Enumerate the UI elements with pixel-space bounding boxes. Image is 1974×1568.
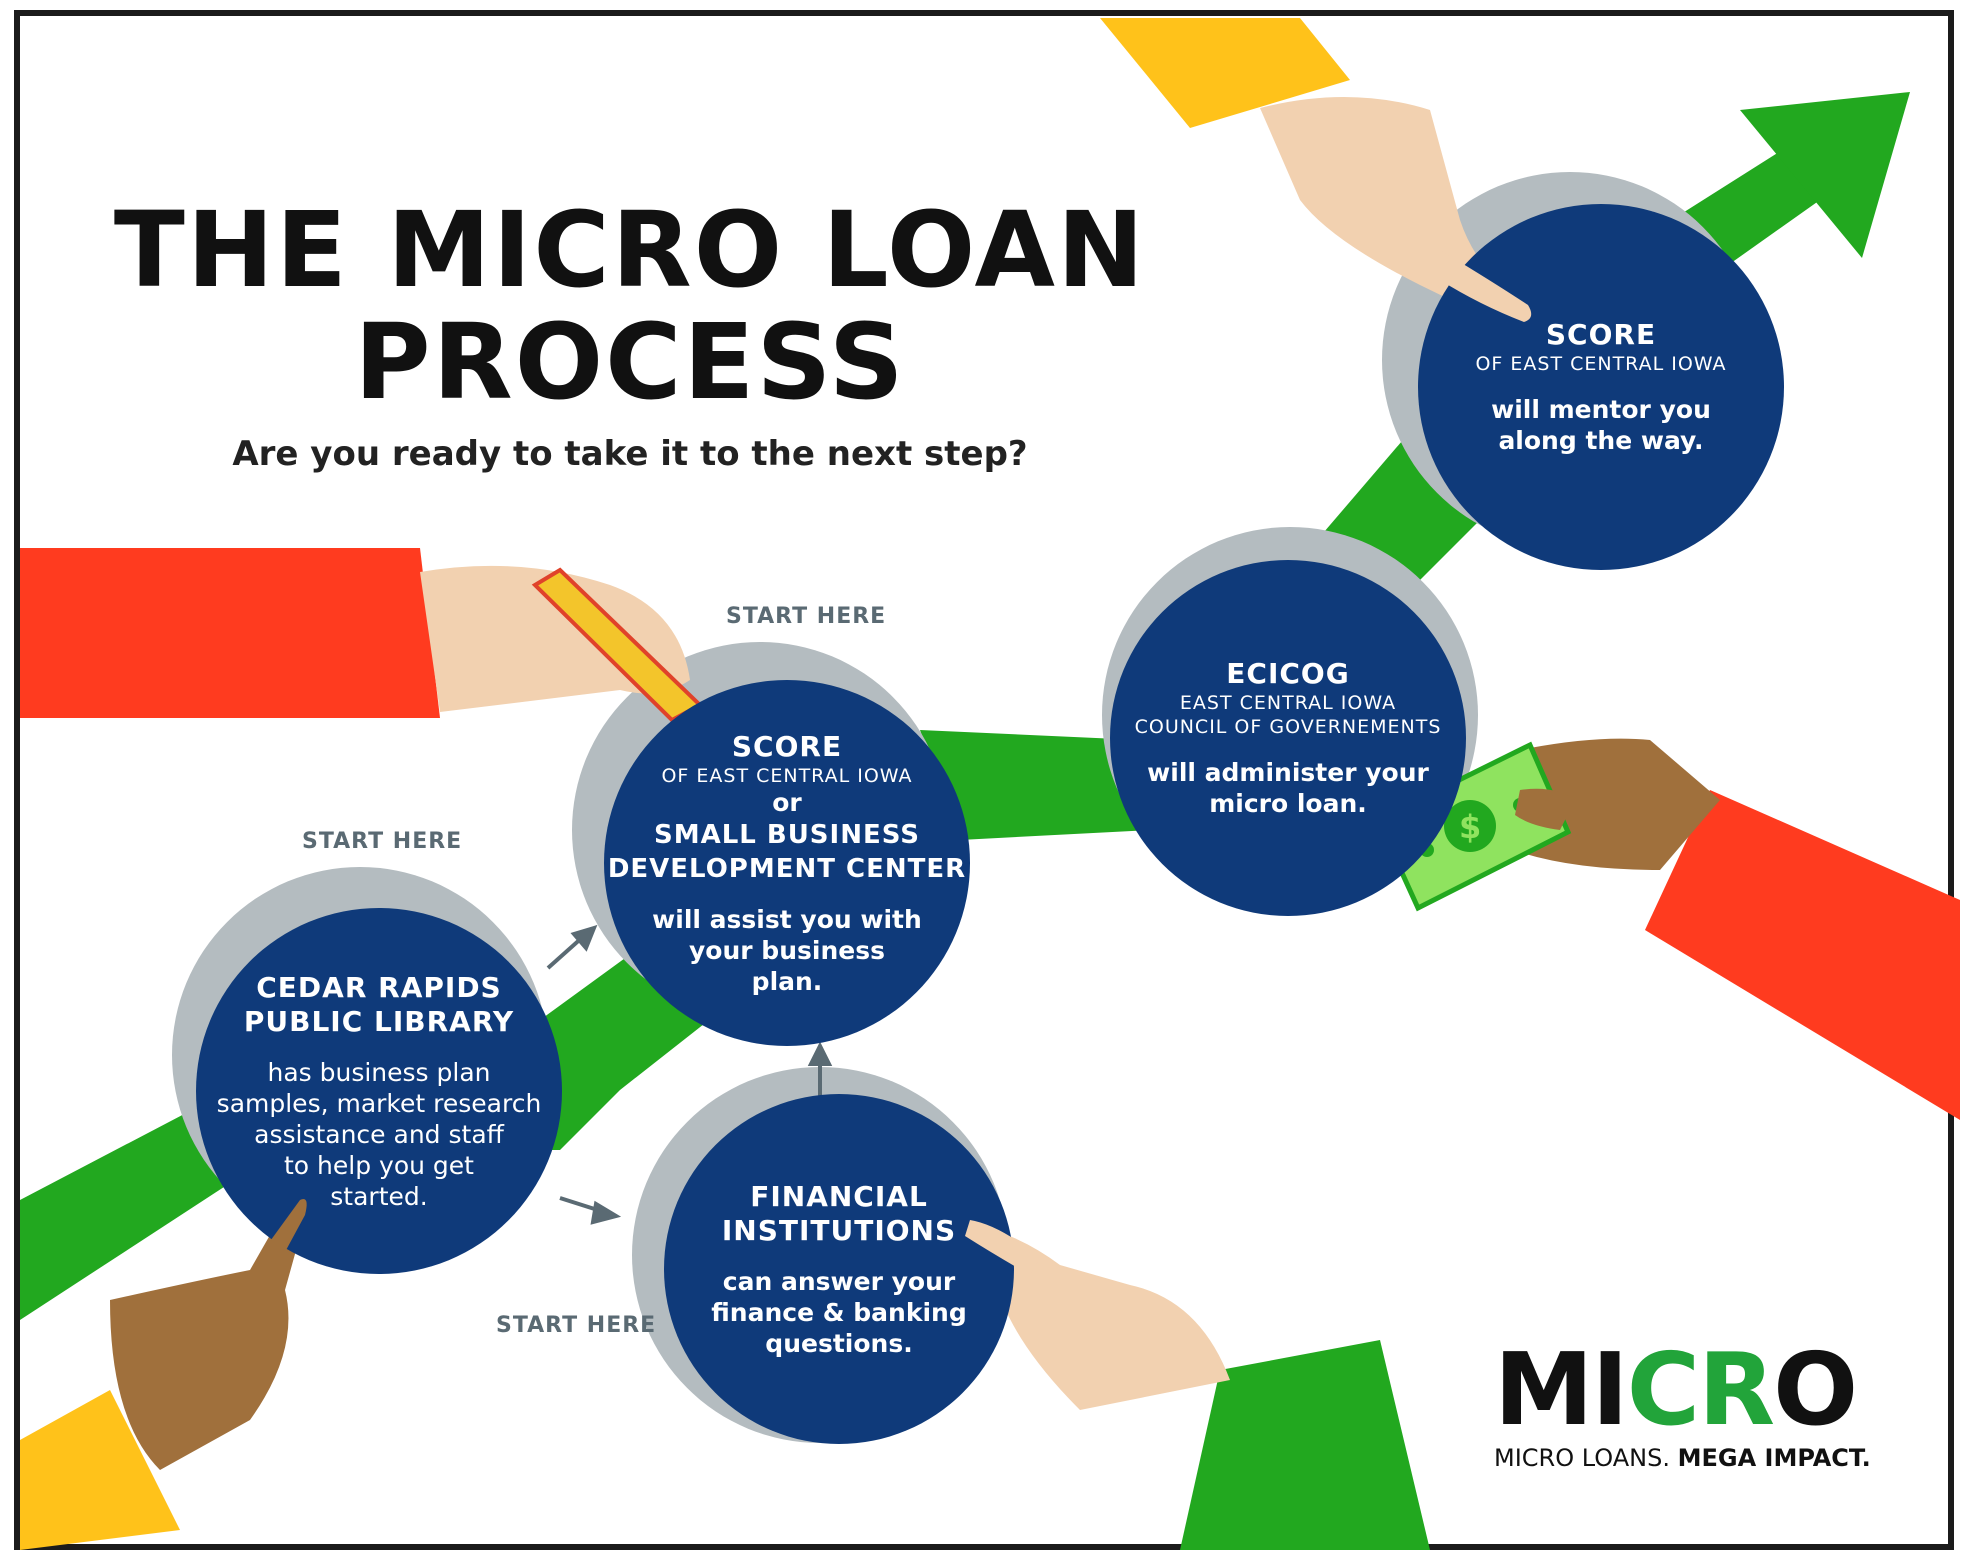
logo-wordmark: MICRO bbox=[1494, 1340, 1874, 1440]
score-sbdc-body: will assist you with your business plan. bbox=[652, 904, 922, 997]
financial-body-2: finance & banking bbox=[711, 1297, 967, 1327]
score-mentor-body-2: along the way. bbox=[1498, 426, 1704, 455]
logo-tagline: MICRO LOANS. MEGA IMPACT. bbox=[1494, 1444, 1874, 1472]
outer-frame bbox=[14, 10, 1954, 1550]
score-sbdc-body-1: will assist you with bbox=[652, 904, 922, 934]
ecicog-sub-2: COUNCIL OF GOVERNEMENTS bbox=[1134, 716, 1442, 738]
dollar-bill-icon: $ bbox=[1374, 741, 1572, 912]
score-sbdc-head2b: DEVELOPMENT CENTER bbox=[607, 853, 967, 884]
score-mentor-body-1: will mentor you bbox=[1491, 395, 1711, 424]
library-body-5: started. bbox=[330, 1181, 428, 1211]
library-body-2: samples, market research bbox=[216, 1088, 542, 1118]
logo-mi: MI bbox=[1494, 1331, 1629, 1448]
ecicog-body: will administer your micro loan. bbox=[1147, 757, 1429, 819]
start-label-bottom: START HERE bbox=[496, 1313, 657, 1338]
page-title-line2: PROCESS bbox=[354, 301, 906, 423]
score-sbdc-body-3: plan. bbox=[751, 966, 823, 996]
start-label-top: START HERE bbox=[726, 604, 887, 629]
financial-body-3: questions. bbox=[765, 1328, 913, 1358]
score-sbdc-head2a: SMALL BUSINESS bbox=[653, 819, 921, 850]
financial-body-1: can answer your bbox=[722, 1266, 956, 1296]
start-label-left: START HERE bbox=[302, 829, 463, 854]
page-title-line1: THE MICRO LOAN bbox=[113, 189, 1147, 311]
library-body-1: has business plan bbox=[267, 1057, 491, 1087]
score-sbdc-sub: OF EAST CENTRAL IOWA bbox=[661, 764, 913, 787]
library-head-2: PUBLIC LIBRARY bbox=[243, 1004, 515, 1038]
score-mentor-head: SCORE bbox=[1545, 318, 1657, 351]
step-ecicog-circle: ECICOG EAST CENTRAL IOWA COUNCIL OF GOVE… bbox=[1110, 560, 1466, 916]
score-mentor-sub: OF EAST CENTRAL IOWA bbox=[1475, 353, 1727, 375]
library-body-3: assistance and staff bbox=[254, 1119, 504, 1149]
ecicog-head: ECICOG bbox=[1226, 657, 1350, 690]
financial-body: can answer your finance & banking questi… bbox=[711, 1266, 966, 1359]
page-subtitle: Are you ready to take it to the next ste… bbox=[232, 434, 1028, 474]
ecicog-body-1: will administer your bbox=[1147, 758, 1429, 787]
logo-tag-bold: MEGA IMPACT. bbox=[1677, 1444, 1871, 1472]
logo-tag-plain: MICRO LOANS. bbox=[1494, 1444, 1670, 1472]
score-sbdc-body-2: your business bbox=[689, 935, 885, 965]
arrow-up-icon bbox=[1740, 92, 1910, 258]
library-body: has business plan samples, market resear… bbox=[217, 1057, 542, 1212]
ecicog-body-2: micro loan. bbox=[1209, 789, 1367, 818]
step-score-sbdc-circle: SCORE OF EAST CENTRAL IOWA or SMALL BUSI… bbox=[604, 680, 970, 1046]
score-sbdc-or: or bbox=[772, 787, 802, 817]
financial-head-1: FINANCIAL bbox=[750, 1179, 928, 1213]
svg-text:$: $ bbox=[1459, 808, 1481, 846]
step-library-circle: CEDAR RAPIDS PUBLIC LIBRARY has business… bbox=[196, 908, 562, 1274]
score-sbdc-head: SCORE bbox=[731, 729, 843, 763]
bottom-right-hand bbox=[975, 1225, 1430, 1550]
left-sleeve-hand bbox=[20, 548, 690, 718]
financial-head-2: INSTITUTIONS bbox=[721, 1213, 957, 1247]
library-body-4: to help you get bbox=[284, 1150, 474, 1180]
step-financial-circle: FINANCIAL INSTITUTIONS can answer your f… bbox=[664, 1094, 1014, 1444]
right-sleeve-hand bbox=[1500, 738, 1960, 1120]
ecicog-sub-1: EAST CENTRAL IOWA bbox=[1179, 692, 1397, 714]
connector-arrows bbox=[546, 924, 833, 1225]
logo-o: O bbox=[1773, 1331, 1858, 1448]
step-score-mentor-circle: SCORE OF EAST CENTRAL IOWA will mentor y… bbox=[1418, 204, 1784, 570]
micro-logo: MICRO MICRO LOANS. MEGA IMPACT. bbox=[1494, 1340, 1874, 1473]
logo-cr: CR bbox=[1626, 1331, 1775, 1448]
score-mentor-body: will mentor you along the way. bbox=[1491, 394, 1711, 456]
library-head-1: CEDAR RAPIDS bbox=[256, 970, 502, 1004]
